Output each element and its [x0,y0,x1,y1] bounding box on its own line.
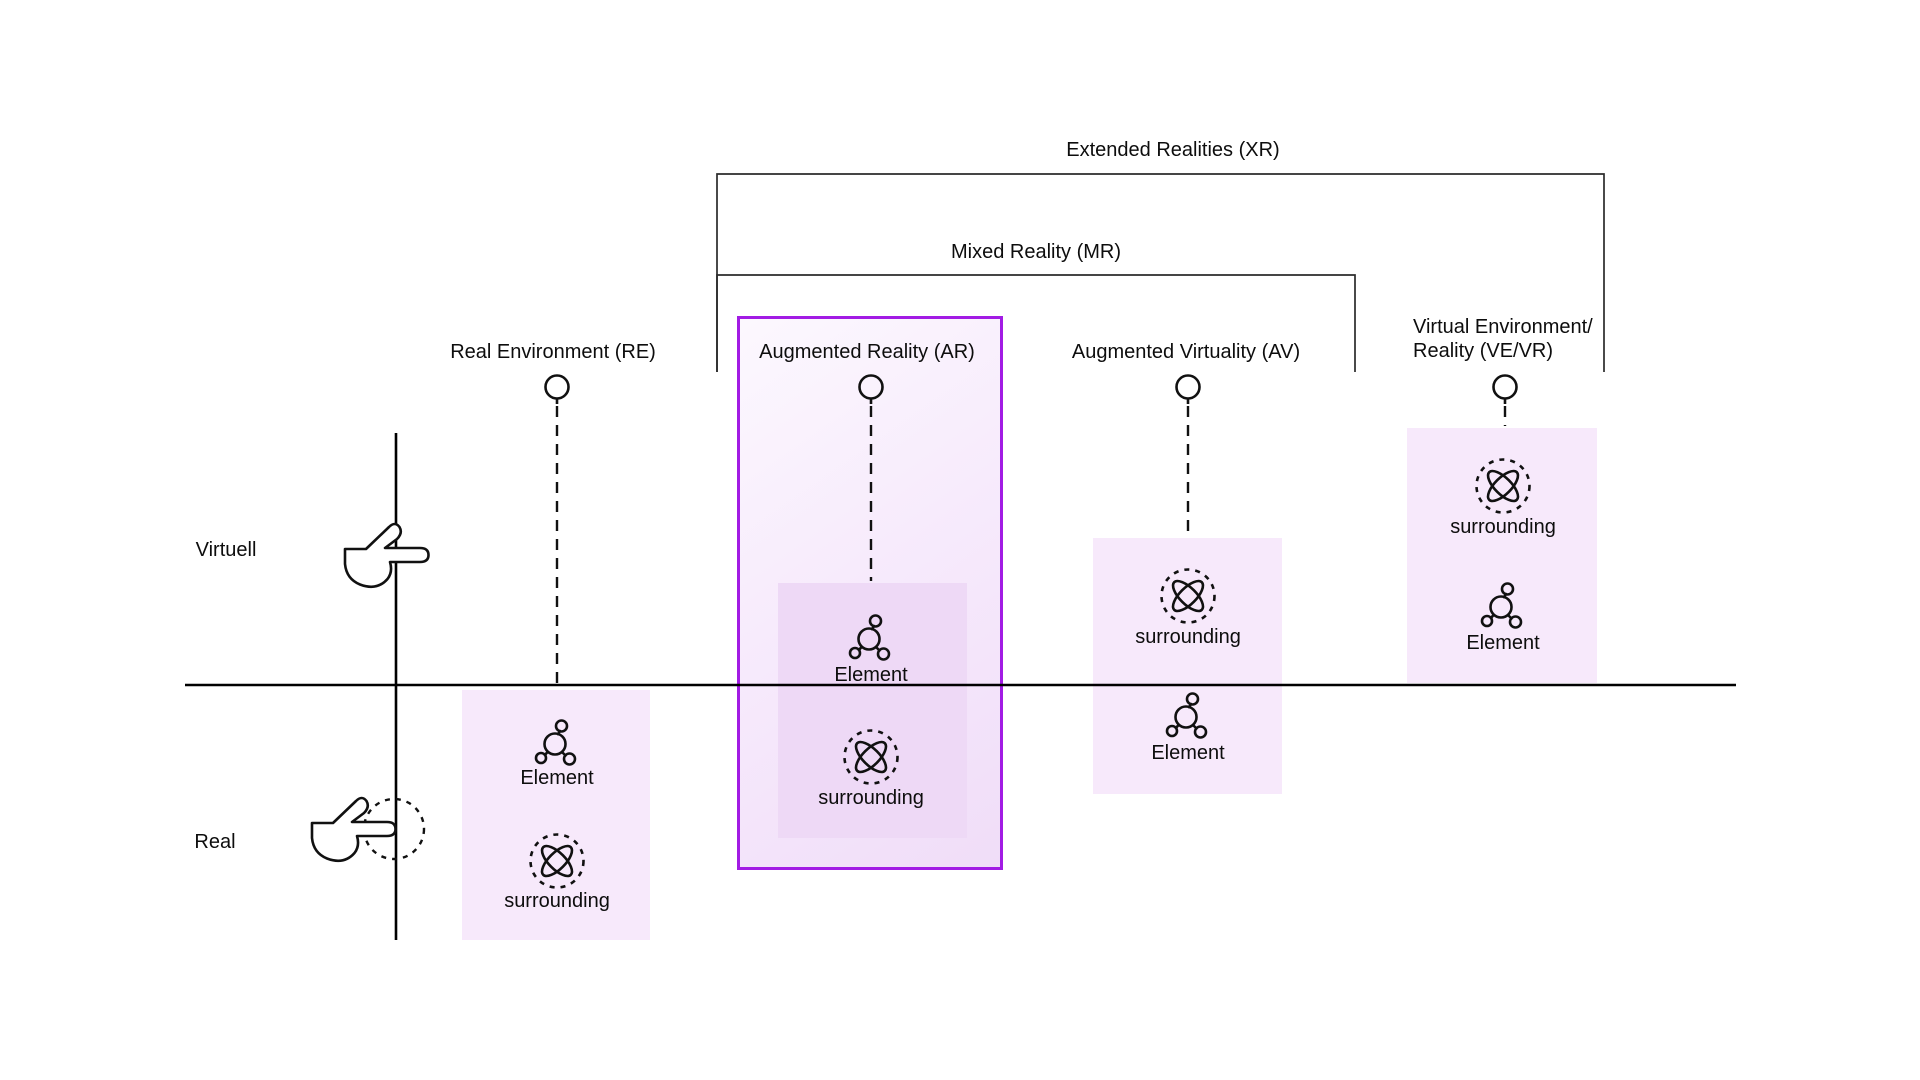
ar-surrounding-icon [843,729,899,785]
ar-surrounding-label: surrounding [818,787,924,809]
ve-surrounding-label: surrounding [1450,516,1556,538]
ar-element-label: Element [834,664,908,686]
re-element-label: Element [520,767,594,789]
re-node-icon [544,374,570,404]
re-element-icon [534,719,577,766]
ve-surrounding-icon [1475,458,1531,514]
xr-title: Extended Realities (XR) [1066,139,1280,161]
mr-title: Mixed Reality (MR) [950,241,1122,263]
ve-header-line1: Virtual Environment/ [1413,316,1593,338]
ve-element-icon [1480,582,1523,629]
touch-circle-icon [362,797,426,861]
ve-node-icon [1492,374,1518,404]
av-node-icon [1175,374,1201,404]
re-surrounding-icon [529,833,585,889]
av-surrounding-label: surrounding [1135,626,1241,648]
axis-label-virtuell: Virtuell [195,539,257,561]
ar-header: Augmented Reality (AR) [759,341,975,363]
av-surrounding-icon [1160,568,1216,624]
av-content-box [1093,538,1282,794]
virtuell-hand-icon [343,522,430,589]
mr-bracket [716,274,1356,372]
av-element-icon [1165,692,1208,739]
axis-label-real: Real [194,831,236,853]
ve-header-line2: Reality (VE/VR) [1413,340,1554,362]
ve-content-box [1407,428,1597,683]
av-header: Augmented Virtuality (AV) [1071,341,1301,363]
xr-bracket [716,173,1605,372]
ar-node-icon [858,374,884,404]
re-header: Real Environment (RE) [450,341,656,363]
real-hand-icon [310,796,397,863]
re-content-box [462,690,650,940]
re-surrounding-label: surrounding [504,890,610,912]
ar-element-icon [848,614,891,661]
av-element-label: Element [1151,742,1225,764]
ve-element-label: Element [1466,632,1540,654]
